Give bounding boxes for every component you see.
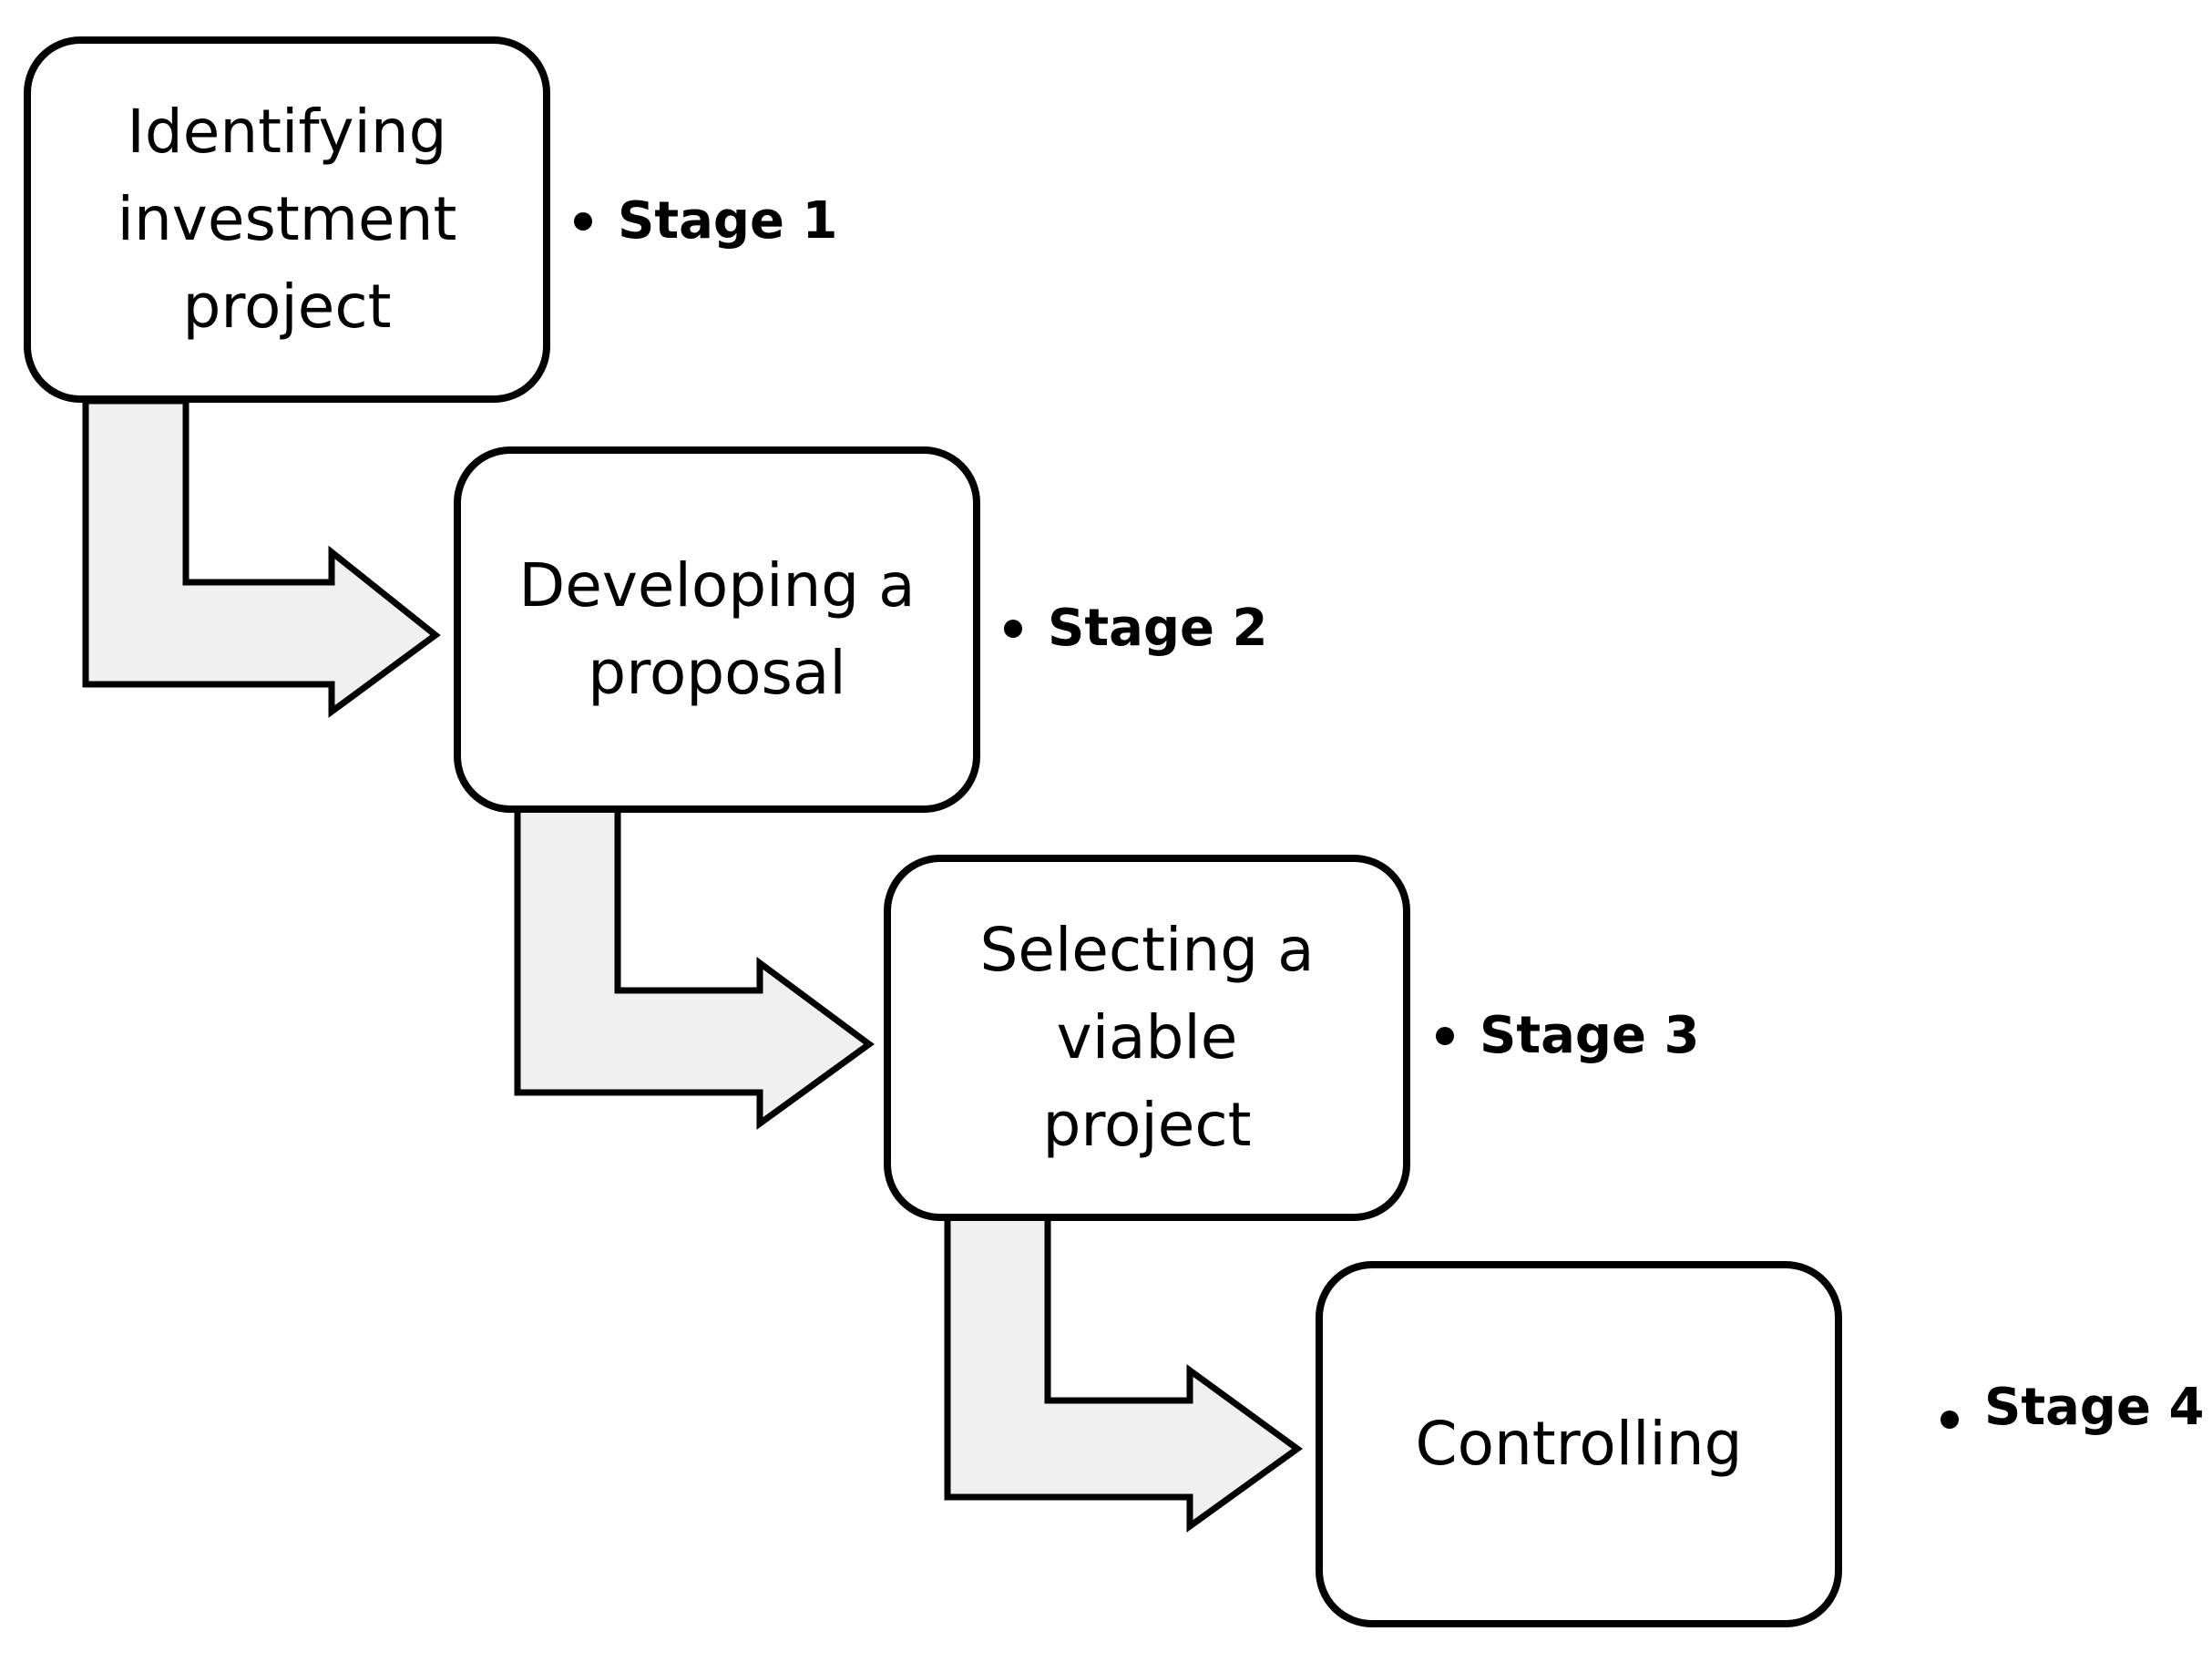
stage-2-title: Developing a proposal [518,550,916,708]
stage-box-2: Developing a proposal [454,446,980,813]
stage-4-title: Controlling [1415,1409,1743,1479]
stage-4-label-text: Stage 4 [1984,1378,2205,1437]
bullet-icon [574,212,592,231]
stage-1-label-text: Stage 1 [618,191,838,251]
bullet-icon [1436,1027,1454,1045]
connector-arrow-2-to-3 [514,804,875,1130]
bullet-icon [1941,1411,1959,1429]
stage-box-1: Identifying investment project [24,36,550,403]
bullet-icon [1004,620,1022,638]
stage-2-label-text: Stage 2 [1048,599,1268,658]
stage-2-label: Stage 2 [1004,597,1267,661]
stage-box-3: Selecting a viable project [884,855,1410,1221]
connector-arrow-3-to-4 [944,1214,1303,1533]
stage-1-label: Stage 1 [574,190,837,253]
stage-box-4: Controlling [1316,1261,1842,1627]
stage-1-title: Identifying investment project [117,97,457,342]
stage-3-label: Stage 3 [1436,1004,1699,1068]
stage-3-title: Selecting a viable project [979,915,1315,1160]
stage-4-label: Stage 4 [1941,1376,2204,1440]
connector-arrow-1-to-2 [82,397,441,718]
stage-3-label-text: Stage 3 [1480,1006,1700,1065]
